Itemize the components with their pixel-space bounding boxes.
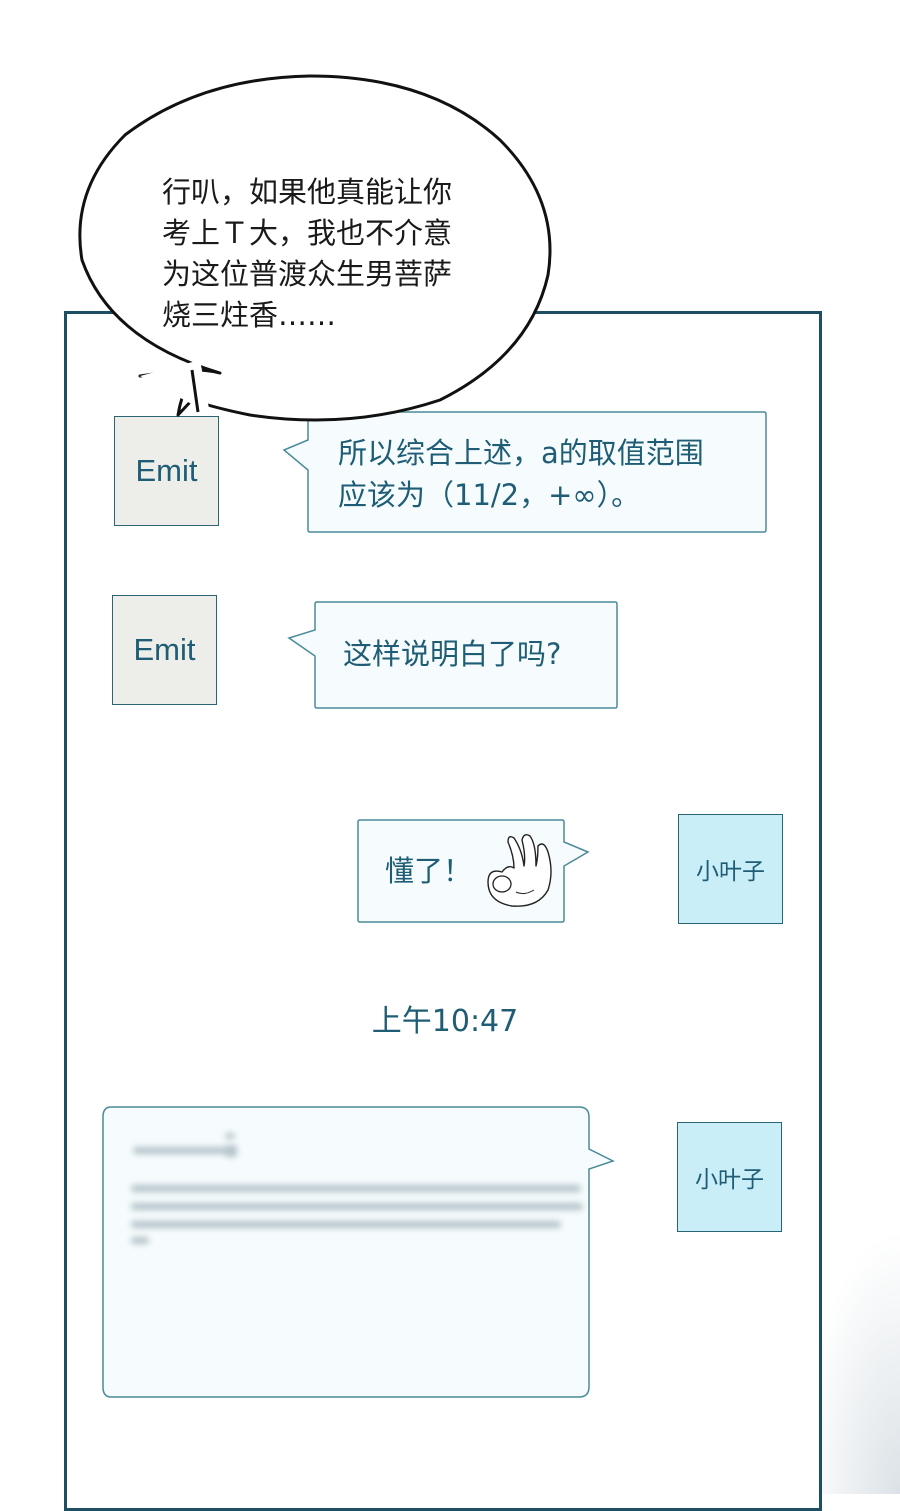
avatar-label: 小叶子 xyxy=(696,859,765,885)
message-bubble-2 xyxy=(287,601,618,709)
message-text: 懂了！ xyxy=(385,854,473,888)
avatar-xiaoyezi[interactable]: 小叶子 xyxy=(678,814,783,924)
avatar-xiaoyezi[interactable]: 小叶子 xyxy=(677,1122,782,1232)
message-text: 所以综合上述，a的取值范围 应该为（11/2，+∞）。 xyxy=(338,436,704,512)
blurred-image-content xyxy=(125,1125,585,1265)
avatar-emit[interactable]: Emit xyxy=(112,595,217,705)
speech-bubble-tail xyxy=(140,360,210,414)
avatar-label: 小叶子 xyxy=(695,1167,764,1193)
message-bubble-4[interactable] xyxy=(101,1105,621,1405)
message-timestamp: 上午10:47 xyxy=(371,1004,519,1039)
ok-hand-icon xyxy=(487,833,552,907)
message-text: 这样说明白了吗? xyxy=(343,637,562,671)
avatar-label: Emit xyxy=(135,453,198,488)
avatar-emit[interactable]: Emit xyxy=(114,416,219,526)
avatar-label: Emit xyxy=(133,632,196,667)
speech-bubble-text: 行叭，如果他真能让你 考上Ｔ大，我也不介意 为这位普渡众生男菩萨 烧三炷香…… xyxy=(162,175,453,332)
